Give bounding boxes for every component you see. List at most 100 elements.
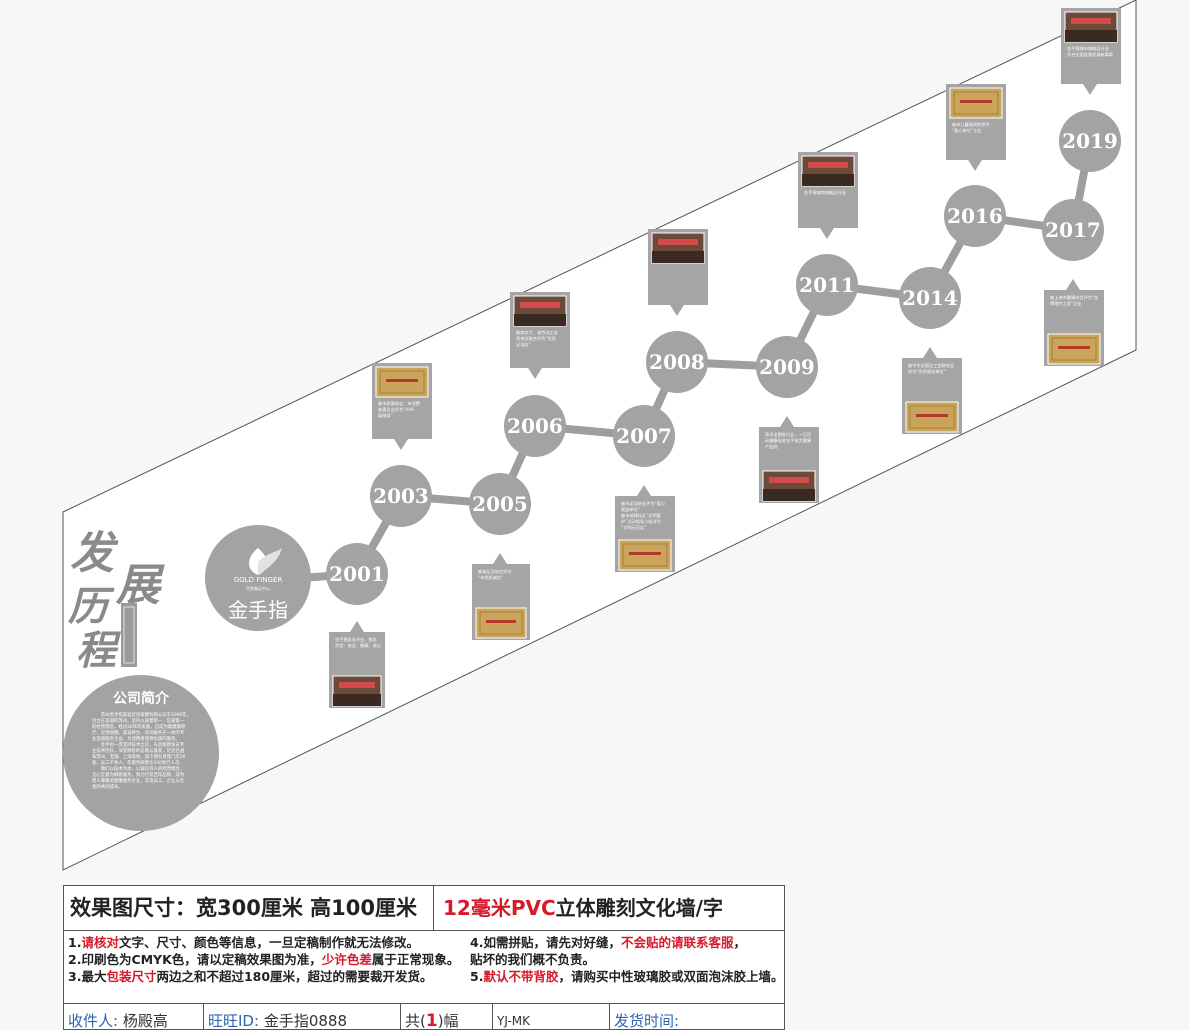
title-char: 历 xyxy=(68,584,115,630)
spec-material-rest: 立体雕刻文化墙/字 xyxy=(555,896,723,920)
certificate-image xyxy=(375,366,429,398)
milestone-caption: 金手指城南旗舰店开业 xyxy=(804,189,846,196)
milestone-caption: “文明示范店” xyxy=(621,524,646,531)
year-circle xyxy=(469,473,531,535)
milestone-callout: 被市儿童福利院授予“爱心单位”企业 xyxy=(946,84,1006,171)
milestone-caption: 足浴店” xyxy=(516,341,531,348)
receiver-label: 收件人: xyxy=(68,1012,119,1030)
year-label: 2007 xyxy=(616,424,672,448)
spec-notes: 1.请核对文字、尺寸、颜色等信息，一旦定稿制作就无法修改。2.印刷色为CMYK色… xyxy=(64,931,784,1004)
count-value: 1 xyxy=(425,1011,438,1030)
milestone-caption: 被市儿童福利院授予 xyxy=(952,121,990,128)
milestone-caption: “爱心单位”企业 xyxy=(952,127,981,134)
count-cell: 共(1)幅 xyxy=(401,1004,493,1030)
spec-material: 12毫米PVC立体雕刻文化墙/字 xyxy=(435,886,784,930)
year-label: 2008 xyxy=(649,350,705,374)
receiver-cell: 收件人: 杨殿高 xyxy=(64,1004,204,1030)
certificate-image xyxy=(475,607,527,639)
title-calligraphy: 发 展 历 程 xyxy=(68,528,165,674)
milestone-caption: 动健康促进金手指大健康 xyxy=(765,437,812,444)
logo-chinese: 金手指 xyxy=(228,598,288,622)
count-suffix: )幅 xyxy=(437,1012,459,1030)
spec-note: 贴坏的我们概不负责。 xyxy=(470,952,596,967)
logo-subtitle: 世界美足中心 xyxy=(246,585,270,591)
intro-line: 苏州金手指美容足浴保健有限公司于2000年， xyxy=(92,711,191,718)
year-circle xyxy=(370,465,432,527)
order-code: YJ-MK xyxy=(497,1014,530,1028)
milestone-caption: 被上海市健康协会评为“金 xyxy=(1050,294,1099,301)
storefront-photo xyxy=(513,295,567,327)
milestone-caption: 金手指总店开业，服务 xyxy=(335,636,378,643)
year-circle xyxy=(646,331,708,393)
milestone-2007: 被市足浴协会评为“爱心奖励单位”被市城建社区“文明爱护”活动指导小组评为“文明示… xyxy=(613,405,675,572)
milestone-caption: 被市质量协会、市消费 xyxy=(378,400,420,407)
spec-table: 效果图尺寸：宽300厘米 高100厘米 12毫米PVC立体雕刻文化墙/字 1.请… xyxy=(63,885,785,1030)
milestone-caption: 评为“优秀服务单位” xyxy=(908,368,946,375)
intro-line: 家，员工千余人，年服务顾客达100余万人次。 xyxy=(92,759,184,766)
year-label: 2011 xyxy=(799,273,855,297)
milestone-callout: 被市足浴协会评为“爱心奖励单位”被市城建社区“文明爱护”活动指导小组评为“文明示… xyxy=(615,485,675,572)
year-circle xyxy=(1059,110,1121,172)
seal-stamp xyxy=(121,603,137,667)
storefront-photo xyxy=(1064,11,1118,43)
milestone-2005: 被省足浴协会评为“市优质诚信”2005 xyxy=(469,473,531,640)
milestone-caption: 金手指城市旗舰店开业 xyxy=(1067,45,1109,52)
milestone-caption: 被市足浴协会评为“爱心 xyxy=(621,500,666,507)
company-intro: 公司简介 苏州金手指美容足浴保健有限公司于2000年，创立在美丽的苏州。坚持以质… xyxy=(63,675,219,831)
code-cell: YJ-MK xyxy=(493,1004,610,1029)
milestone-caption: 级服务” xyxy=(378,412,393,419)
intro-line: 的经营理念，经过20年的发展，已成为集健康理 xyxy=(92,723,186,730)
milestone-caption: 被中华全国总工会联合会 xyxy=(908,362,955,369)
year-label: 2003 xyxy=(373,484,429,508)
year-label: 2017 xyxy=(1045,218,1101,242)
intro-line: 业连锁服务企业，为消费者提供优质的服务。 xyxy=(92,735,180,742)
year-label: 2019 xyxy=(1062,129,1118,153)
certificate-image xyxy=(949,87,1003,119)
year-label: 2001 xyxy=(329,562,385,586)
year-label: 2006 xyxy=(507,414,563,438)
intro-line: 受人尊敬的健康服务企业，实现员工、企业与社 xyxy=(92,777,185,784)
certificate-image xyxy=(905,401,959,433)
count-prefix: 共( xyxy=(405,1012,426,1030)
storefront-photo xyxy=(762,470,816,502)
storefront-photo xyxy=(332,675,382,707)
wangwang-value: 金手指0888 xyxy=(263,1012,347,1030)
year-label: 2009 xyxy=(759,355,815,379)
milestone-callout xyxy=(648,229,708,316)
intro-line: 我们以技术为本，以诚信待人的经营理念， xyxy=(92,765,184,772)
certificate-image xyxy=(1047,333,1101,365)
logo-brand: GOLD FINGER xyxy=(234,576,283,584)
milestone-caption: 牌理疗之家”企业 xyxy=(1050,300,1081,307)
year-circle xyxy=(944,185,1006,247)
intro-line: 会的共同成长。 xyxy=(92,783,123,790)
intro-line: 业技术团队，深受顾客的信赖与喜爱，足迹已遍 xyxy=(92,747,185,754)
title-char: 发 xyxy=(70,528,119,579)
intro-title: 公司简介 xyxy=(113,690,170,707)
spec-size: 效果图尺寸：宽300厘米 高100厘米 xyxy=(64,886,434,930)
milestone-caption: 产业园 xyxy=(765,443,778,450)
intro-line: 金手指一贯坚持技术立店，先后组建多支专 xyxy=(92,741,185,748)
year-circle xyxy=(326,543,388,605)
year-circle xyxy=(796,254,858,316)
milestone-caption: 被省足浴协会评为 xyxy=(478,568,512,575)
gold-finger-logo: GOLD FINGER 世界美足中心 金手指 xyxy=(205,525,311,631)
milestone-caption: 护”活动指导小组评为 xyxy=(621,518,661,525)
year-circle xyxy=(504,395,566,457)
ship-cell: 发货时间: xyxy=(610,1004,784,1029)
title-char: 程 xyxy=(76,628,122,674)
spec-note: 4.如需拼贴，请先对好缝，不会贴的请联系客服， xyxy=(470,935,746,950)
spec-material-red: 12毫米PVC xyxy=(443,896,556,920)
milestone-callout: 金手指城南旗舰店开业 xyxy=(798,152,858,239)
intro-line: 创立在美丽的苏州。坚持以质量第一、信誉第一 xyxy=(92,717,185,724)
